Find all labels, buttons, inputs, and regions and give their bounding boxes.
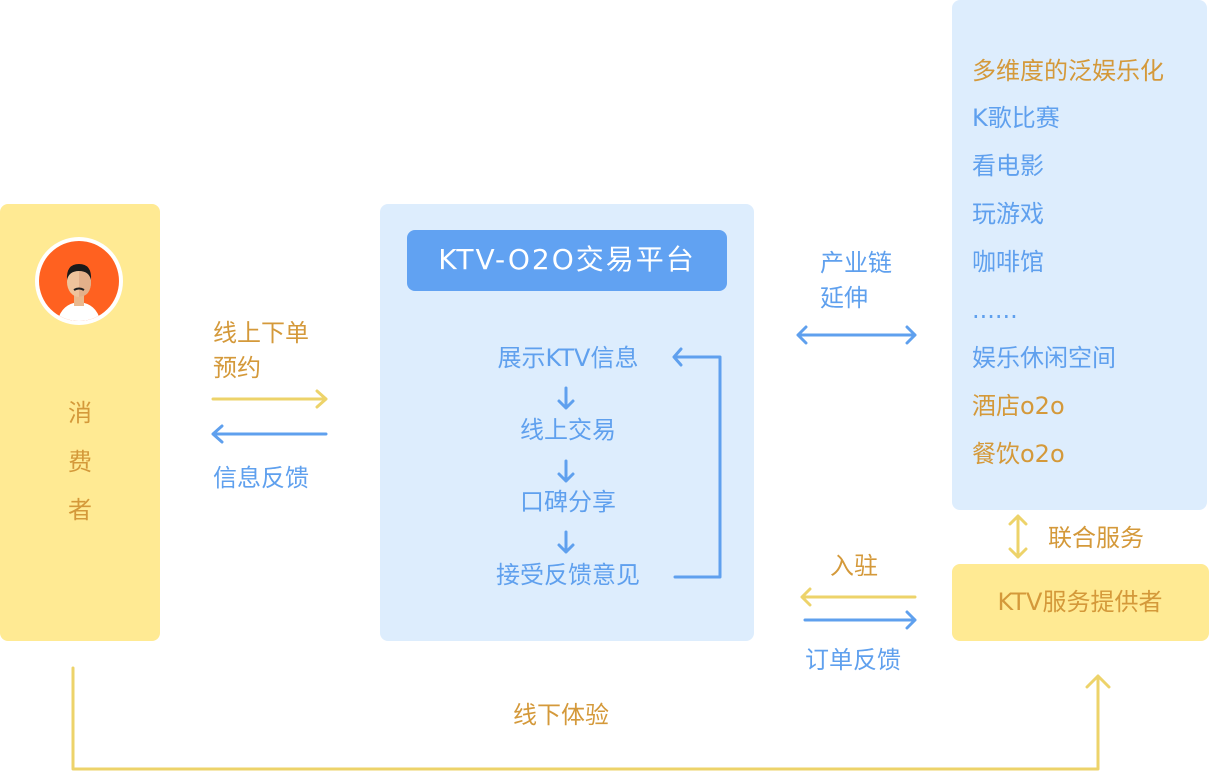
platform-step: 接受反馈意见 [496,561,640,589]
offline-path-arrow-icon [71,666,1111,771]
arrow-right-icon [211,389,328,409]
platform-step: 线上交易 [520,416,616,444]
info-feedback-label: 信息反馈 [213,464,309,492]
platform-step: 展示KTV信息 [497,344,639,372]
entertainment-item: 玩游戏 [972,200,1044,228]
consumer-label-char: 消 [68,399,92,427]
provider-box [952,564,1209,641]
platform-step: 口碑分享 [520,488,616,516]
consumer-label-char: 者 [68,496,92,524]
arrow-left-icon [800,587,917,607]
reserve-label: 预约 [213,354,261,382]
arrow-down-icon [557,386,575,554]
double-arrow-icon [796,325,917,345]
entertainment-item: 酒店o2o [972,392,1065,420]
loop-arrow-icon [672,347,722,579]
entertainment-item: 多维度的泛娱乐化 [972,57,1164,85]
arrow-right-icon [803,610,917,630]
offline-experience-label: 线下体验 [513,701,609,729]
entertainment-item: 咖啡馆 [972,248,1044,276]
joint-service-label: 联合服务 [1048,524,1144,552]
entertainment-item: ...... [972,296,1018,324]
consumer-label-char: 费 [68,448,92,476]
vertical-double-arrow-icon [1008,514,1028,559]
entertainment-box [952,0,1207,510]
provider-label: KTV服务提供者 [997,588,1163,616]
platform-title-box [407,230,727,291]
person-avatar-icon [34,236,124,326]
industry-label: 延伸 [820,284,868,312]
platform-title: KTV-O2O交易平台 [438,243,696,276]
entertainment-item: K歌比赛 [972,104,1060,132]
order-label: 线上下单 [213,319,309,347]
arrow-left-icon [211,424,328,444]
entertainment-item: 娱乐休闲空间 [972,344,1116,372]
entertainment-item: 看电影 [972,152,1044,180]
industry-label: 产业链 [820,249,892,277]
order-feedback-label: 订单反馈 [805,646,901,674]
entertainment-item: 餐饮o2o [972,440,1065,468]
settle-in-label: 入驻 [830,552,878,580]
